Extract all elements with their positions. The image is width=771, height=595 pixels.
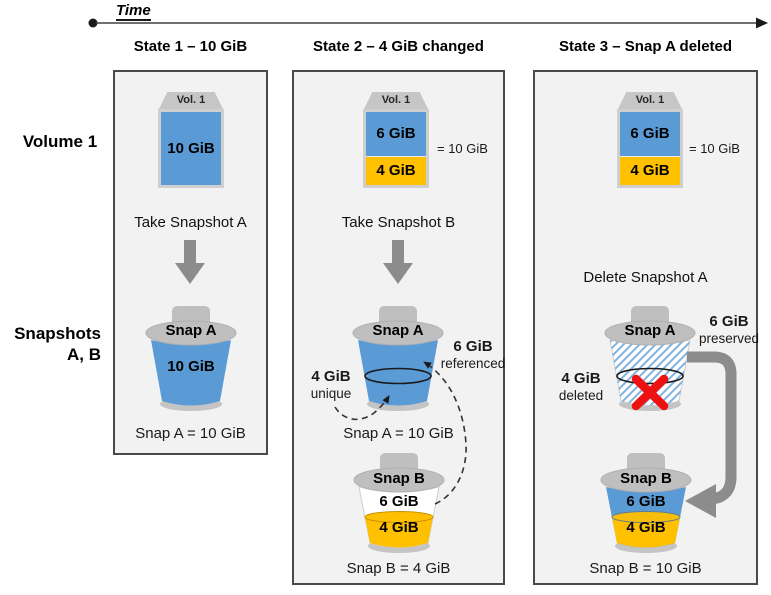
annotation-value: 4 GiB xyxy=(311,368,351,385)
row-label-snapshots: Snapshots A, B xyxy=(0,323,101,365)
volume-cap: Vol. 1 xyxy=(159,92,223,109)
bucket-value: 6 GiB xyxy=(626,493,666,510)
bucket-lid-label: Snap A xyxy=(624,322,676,339)
snapshot-caption: Snap A = 10 GiB xyxy=(135,425,246,442)
column-header-state1: State 1 – 10 GiB xyxy=(133,38,248,55)
volume-box-state3: 6 GiB 4 GiB xyxy=(617,109,683,188)
annotation-value: 4 GiB xyxy=(561,370,601,387)
bucket-lid-label: Snap B xyxy=(373,470,425,487)
row-label-snapshots-line1: Snapshots xyxy=(14,324,101,343)
volume-segment-blue: 6 GiB xyxy=(620,112,680,156)
volume-segment-orange: 4 GiB xyxy=(366,155,426,185)
volume-total-label: = 10 GiB xyxy=(689,141,740,156)
annotation-unique: 4 GiB unique xyxy=(299,368,363,402)
annotation-referenced: 6 GiB referenced xyxy=(438,338,508,372)
action-take-snapshot-a: Take Snapshot A xyxy=(134,214,247,231)
bucket-value: 4 GiB xyxy=(626,519,666,536)
time-label: Time xyxy=(116,2,151,21)
row-label-snapshots-line2: A, B xyxy=(67,345,101,364)
bucket-lid-label: Snap A xyxy=(372,322,424,339)
snapshot-caption: Snap B = 4 GiB xyxy=(346,560,451,577)
volume-segment-orange: 4 GiB xyxy=(620,155,680,185)
snapshot-caption: Snap B = 10 GiB xyxy=(589,560,702,577)
timeline-arrow xyxy=(88,17,768,29)
bucket-lid-label: Snap B xyxy=(620,470,672,487)
annotation-value: 6 GiB xyxy=(453,338,493,355)
volume-box-state1: 10 GiB xyxy=(158,109,224,188)
column-header-state3: State 3 – Snap A deleted xyxy=(558,38,733,55)
annotation-desc: unique xyxy=(310,386,352,401)
volume-segment-blue: 10 GiB xyxy=(161,112,221,185)
volume-segment-blue: 6 GiB xyxy=(366,112,426,156)
bucket-value: 4 GiB xyxy=(379,519,419,536)
volume-box-state2: 6 GiB 4 GiB xyxy=(363,109,429,188)
action-take-snapshot-b: Take Snapshot B xyxy=(341,214,456,231)
annotation-desc: preserved xyxy=(698,331,760,346)
action-delete-snapshot-a: Delete Snapshot A xyxy=(583,269,708,286)
row-label-volume: Volume 1 xyxy=(22,132,98,151)
snapshot-caption: Snap A = 10 GiB xyxy=(343,425,454,442)
volume-total-label: = 10 GiB xyxy=(437,141,488,156)
annotation-preserved: 6 GiB preserved xyxy=(694,313,764,347)
annotation-value: 6 GiB xyxy=(709,313,749,330)
annotation-desc: deleted xyxy=(558,388,604,403)
bucket-value: 10 GiB xyxy=(167,358,215,375)
annotation-desc: referenced xyxy=(440,356,506,371)
bucket-value: 6 GiB xyxy=(379,493,419,510)
annotation-deleted: 4 GiB deleted xyxy=(549,370,613,404)
column-header-state2: State 2 – 4 GiB changed xyxy=(313,38,484,55)
volume-cap: Vol. 1 xyxy=(618,92,682,109)
volume-cap: Vol. 1 xyxy=(364,92,428,109)
bucket-lid-label: Snap A xyxy=(165,322,217,339)
